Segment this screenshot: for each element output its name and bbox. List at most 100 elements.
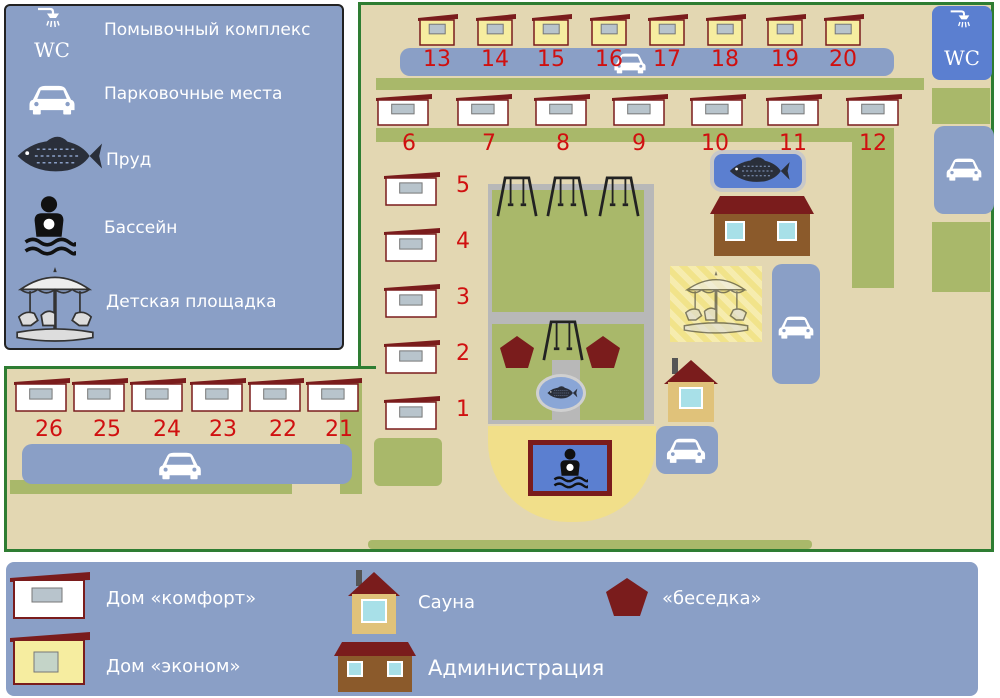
comfort-house	[766, 94, 822, 126]
econom-house	[532, 14, 572, 46]
econom-house-icon	[10, 632, 90, 685]
sauna-building	[664, 358, 718, 422]
comfort-house	[384, 172, 440, 206]
legend-playground-text: Детская площадка	[106, 292, 277, 312]
econom-house	[706, 14, 746, 46]
econom-house	[766, 14, 806, 46]
house-number: 13	[423, 47, 451, 72]
swing-icon	[494, 176, 540, 218]
house-number: 12	[859, 131, 887, 156]
house-number: 6	[402, 131, 416, 156]
swing-icon	[540, 320, 586, 362]
legend-admin-text: Администрация	[428, 656, 605, 680]
legend-bottom	[6, 562, 978, 696]
wc-legend-glyph: WC	[34, 38, 70, 62]
house-number: 16	[595, 47, 623, 72]
gazebo-icon	[606, 578, 648, 616]
legend-econom-text: Дом «эконом»	[106, 656, 241, 677]
legend-comfort-text: Дом «комфорт»	[106, 588, 257, 609]
grass-block	[932, 222, 990, 292]
gazebo-icon	[586, 336, 620, 368]
fish-icon	[544, 384, 578, 402]
carousel-icon	[12, 264, 98, 344]
comfort-house	[376, 94, 432, 126]
grass-strip	[376, 128, 852, 142]
shower-icon	[30, 6, 76, 36]
econom-house	[418, 14, 458, 46]
comfort-house	[190, 378, 246, 412]
car-icon	[776, 312, 816, 340]
car-icon	[156, 448, 204, 480]
comfort-house	[690, 94, 746, 126]
grass-strip	[376, 78, 924, 90]
house-number: 1	[456, 397, 470, 422]
comfort-house	[306, 378, 362, 412]
comfort-house	[384, 396, 440, 430]
legend-pond-text: Пруд	[106, 150, 152, 170]
comfort-house-icon	[10, 572, 90, 619]
comfort-house	[612, 94, 668, 126]
swing-icon	[596, 176, 642, 218]
house-number: 3	[456, 285, 470, 310]
administration-icon	[334, 642, 416, 692]
house-number: 21	[325, 417, 353, 442]
comfort-house	[14, 378, 70, 412]
parking-strip-top	[400, 48, 894, 76]
sauna-icon	[348, 570, 400, 634]
house-number: 7	[482, 131, 496, 156]
house-number: 18	[711, 47, 739, 72]
house-number: 19	[771, 47, 799, 72]
comfort-house	[384, 340, 440, 374]
playground-swings	[492, 190, 644, 312]
econom-house	[824, 14, 864, 46]
comfort-house	[384, 284, 440, 318]
comfort-house	[248, 378, 304, 412]
carousel-icon	[680, 268, 752, 336]
house-number: 10	[701, 131, 729, 156]
grass-strip	[368, 540, 812, 549]
comfort-house	[130, 378, 186, 412]
house-number: 23	[209, 417, 237, 442]
fish-icon	[722, 154, 792, 188]
house-number: 4	[456, 229, 470, 254]
legend-parking-text: Парковочные места	[104, 84, 283, 104]
shower-icon	[944, 8, 984, 36]
grass-block	[374, 438, 442, 486]
house-number: 22	[269, 417, 297, 442]
legend-gazebo-text: «беседка»	[662, 588, 762, 609]
comfort-house	[846, 94, 902, 126]
car-icon	[664, 434, 708, 464]
legend-sauna-text: Сауна	[418, 592, 476, 613]
swimmer-icon	[552, 446, 588, 490]
house-number: 15	[537, 47, 565, 72]
house-number: 8	[556, 131, 570, 156]
comfort-house	[534, 94, 590, 126]
comfort-house	[456, 94, 512, 126]
econom-house	[648, 14, 688, 46]
house-number: 14	[481, 47, 509, 72]
house-number: 9	[632, 131, 646, 156]
econom-house	[590, 14, 630, 46]
comfort-house	[384, 228, 440, 262]
swimmer-icon	[22, 192, 76, 258]
house-number: 11	[779, 131, 807, 156]
house-number: 24	[153, 417, 181, 442]
car-icon	[26, 80, 78, 116]
house-number: 26	[35, 417, 63, 442]
house-number: 5	[456, 173, 470, 198]
administration-building	[710, 196, 814, 256]
swing-icon	[544, 176, 590, 218]
legend-wc-text: Помывочный комплекс	[104, 20, 311, 40]
grass-strip	[852, 128, 894, 288]
econom-house	[476, 14, 516, 46]
gazebo-icon	[500, 336, 534, 368]
house-number: 20	[829, 47, 857, 72]
car-icon	[944, 154, 984, 182]
grass-block	[932, 88, 990, 124]
comfort-house	[72, 378, 128, 412]
wc-label: WC	[944, 46, 980, 70]
house-number: 2	[456, 341, 470, 366]
fish-icon	[8, 132, 104, 180]
house-number: 25	[93, 417, 121, 442]
